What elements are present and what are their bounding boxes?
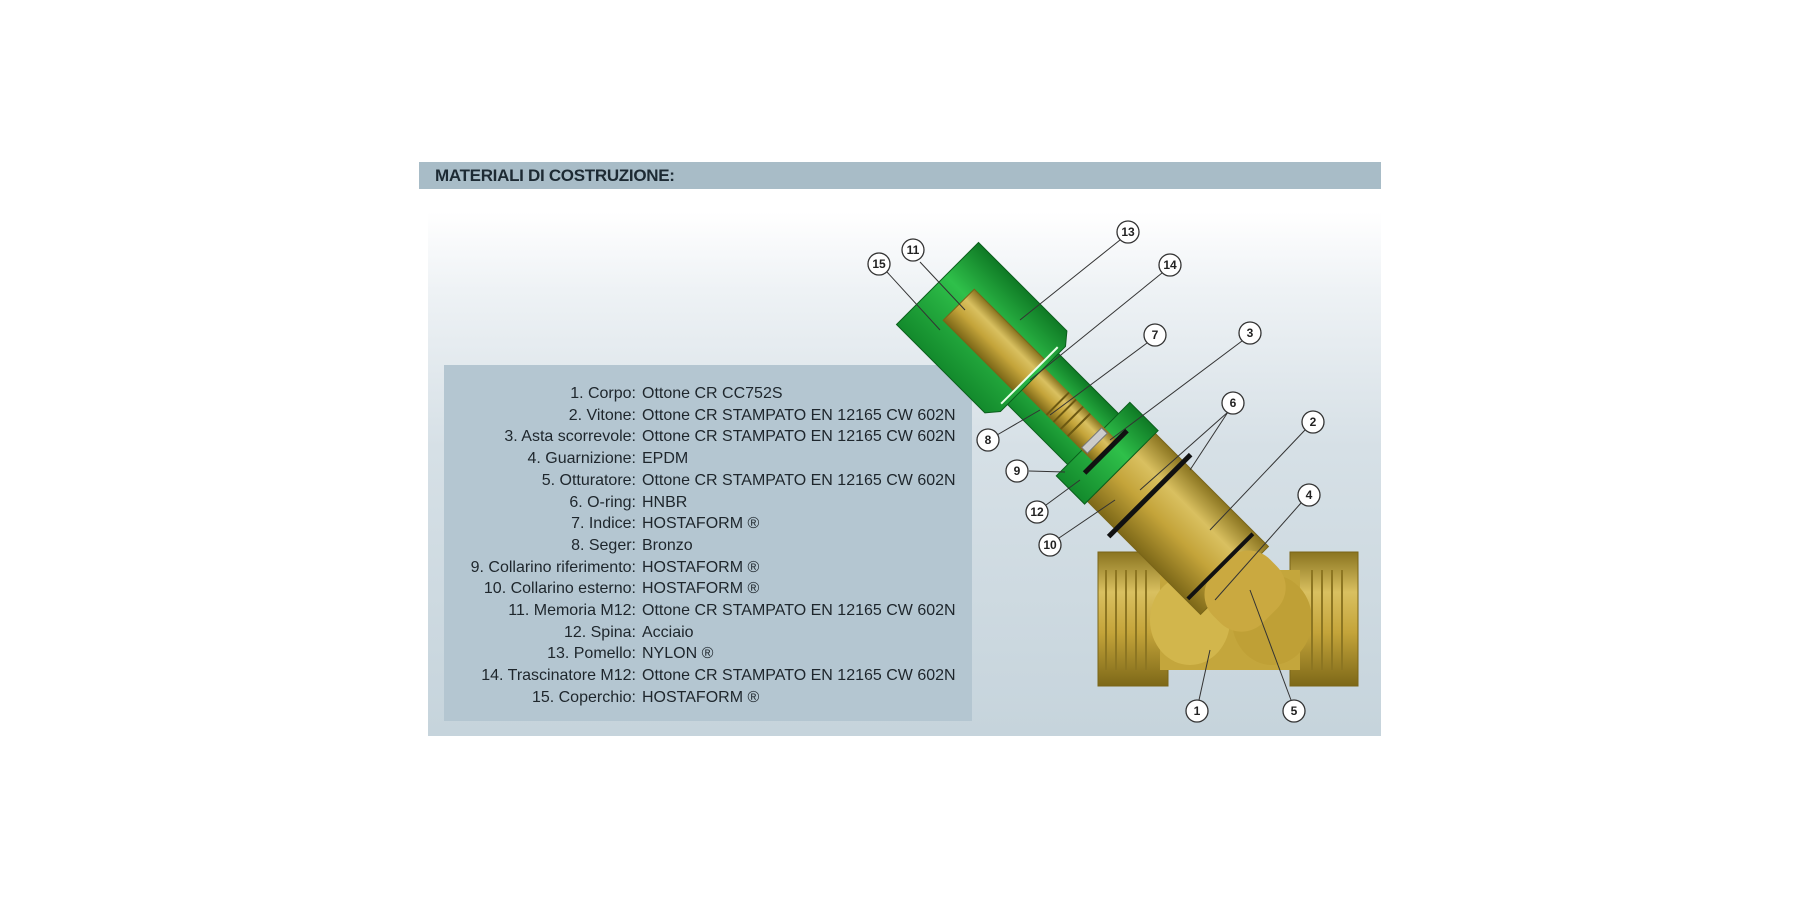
legend-label: 4. Guarnizione:	[527, 450, 636, 468]
legend-row: 2. Vitone: Ottone CR STAMPATO EN 12165 CW…	[444, 407, 972, 429]
legend-label: 13. Pomello:	[547, 645, 636, 663]
svg-text:10: 10	[1043, 538, 1057, 552]
legend-value: HNBR	[642, 493, 688, 511]
legend-label: 9. Collarino riferimento:	[470, 558, 636, 576]
legend-label: 14. Trascinatore M12:	[481, 667, 636, 685]
legend-value: HOSTAFORM ®	[642, 688, 760, 706]
legend-label: 10. Collarino esterno:	[483, 580, 636, 598]
svg-text:5: 5	[1291, 704, 1298, 718]
legend-value: Ottone CR STAMPATO EN 12165 CW 602N	[642, 667, 956, 685]
legend-value: EPDM	[642, 450, 689, 468]
legend-row: 5. Otturatore: Ottone CR STAMPATO EN 1216…	[444, 472, 972, 494]
legend-row: 4. Guarnizione: EPDM	[444, 450, 972, 472]
legend-label: 5. Otturatore:	[541, 471, 636, 489]
callout-6: 6	[1221, 391, 1245, 415]
svg-text:11: 11	[907, 243, 920, 257]
legend-row: 11. Memoria M12: Ottone CR STAMPATO EN 12…	[444, 602, 972, 624]
callout-13: 13	[1116, 220, 1140, 244]
svg-text:15: 15	[872, 257, 886, 271]
legend-value: Acciaio	[642, 623, 694, 641]
legend-value: NYLON ®	[642, 645, 714, 663]
callout-8: 8	[976, 428, 1000, 452]
callout-7: 7	[1143, 323, 1167, 347]
legend-label: 8. Seger:	[571, 536, 636, 554]
callout-3: 3	[1238, 321, 1262, 345]
legend-row: 9. Collarino riferimento: HOSTAFORM ®	[444, 559, 972, 581]
valve-bonnet-assembly	[895, 241, 1286, 632]
callout-10: 10	[1038, 533, 1062, 557]
legend-label: 3. Asta scorrevole:	[504, 428, 636, 446]
callout-14: 14	[1158, 253, 1182, 277]
callout-11: 11	[901, 238, 925, 262]
legend-value: Ottone CR CC752S	[642, 385, 783, 402]
svg-text:13: 13	[1121, 225, 1135, 239]
legend-value: HOSTAFORM ®	[642, 580, 760, 598]
legend-row: 13. Pomello: NYLON ®	[444, 645, 972, 667]
legend-value: Ottone CR STAMPATO EN 12165 CW 602N	[642, 602, 956, 619]
callout-5: 5	[1282, 699, 1306, 723]
legend-value: HOSTAFORM ®	[642, 558, 760, 576]
legend-label: 11. Memoria M12:	[508, 602, 636, 619]
leader-lines	[886, 239, 1306, 701]
legend-row: 7. Indice: HOSTAFORM ®	[444, 515, 972, 537]
callout-1: 1	[1185, 699, 1209, 723]
svg-text:2: 2	[1310, 415, 1317, 429]
materials-legend: 1. Corpo: Ottone CR CC752S 2. Vitone: Otto…	[444, 365, 972, 721]
svg-text:14: 14	[1163, 258, 1177, 272]
legend-row: 14. Trascinatore M12: Ottone CR STAMPATO …	[444, 667, 972, 689]
section-header: MATERIALI DI COSTRUZIONE:	[419, 162, 1381, 189]
callout-15: 15	[867, 252, 891, 276]
svg-text:8: 8	[985, 433, 992, 447]
svg-text:12: 12	[1030, 505, 1044, 519]
legend-row: 6. O-ring: HNBR	[444, 494, 972, 516]
svg-text:7: 7	[1152, 328, 1159, 342]
legend-label: 7. Indice:	[571, 515, 636, 533]
section-title: MATERIALI DI COSTRUZIONE:	[435, 166, 675, 185]
legend-row: 10. Collarino esterno: HOSTAFORM ®	[444, 580, 972, 602]
callout-2: 2	[1301, 410, 1325, 434]
svg-text:3: 3	[1247, 326, 1254, 340]
legend-row: 8. Seger: Bronzo	[444, 537, 972, 559]
callout-9: 9	[1005, 459, 1029, 483]
legend-row: 1. Corpo: Ottone CR CC752S	[444, 385, 972, 407]
legend-label: 15. Coperchio:	[531, 688, 636, 706]
legend-label: 12. Spina:	[563, 623, 636, 641]
svg-text:9: 9	[1014, 464, 1021, 478]
legend-label: 1. Corpo:	[570, 385, 636, 402]
callout-12: 12	[1025, 500, 1049, 524]
legend-label: 6. O-ring:	[569, 493, 636, 511]
legend-value: Ottone CR STAMPATO EN 12165 CW 602N	[642, 471, 956, 489]
legend-value: Ottone CR STAMPATO EN 12165 CW 602N	[642, 428, 956, 446]
legend-row: 12. Spina: Acciaio	[444, 624, 972, 646]
legend-value: Ottone CR STAMPATO EN 12165 CW 602N	[642, 406, 956, 424]
callout-4: 4	[1297, 483, 1321, 507]
svg-text:4: 4	[1306, 488, 1313, 502]
legend-row: 3. Asta scorrevole: Ottone CR STAMPATO EN…	[444, 428, 972, 450]
legend-label: 2. Vitone:	[568, 406, 636, 424]
legend-value: Bronzo	[642, 536, 693, 554]
legend-row: 15. Coperchio: HOSTAFORM ®	[444, 689, 972, 711]
legend-value: HOSTAFORM ®	[642, 515, 760, 533]
svg-text:6: 6	[1230, 396, 1237, 410]
svg-text:1: 1	[1194, 704, 1201, 718]
